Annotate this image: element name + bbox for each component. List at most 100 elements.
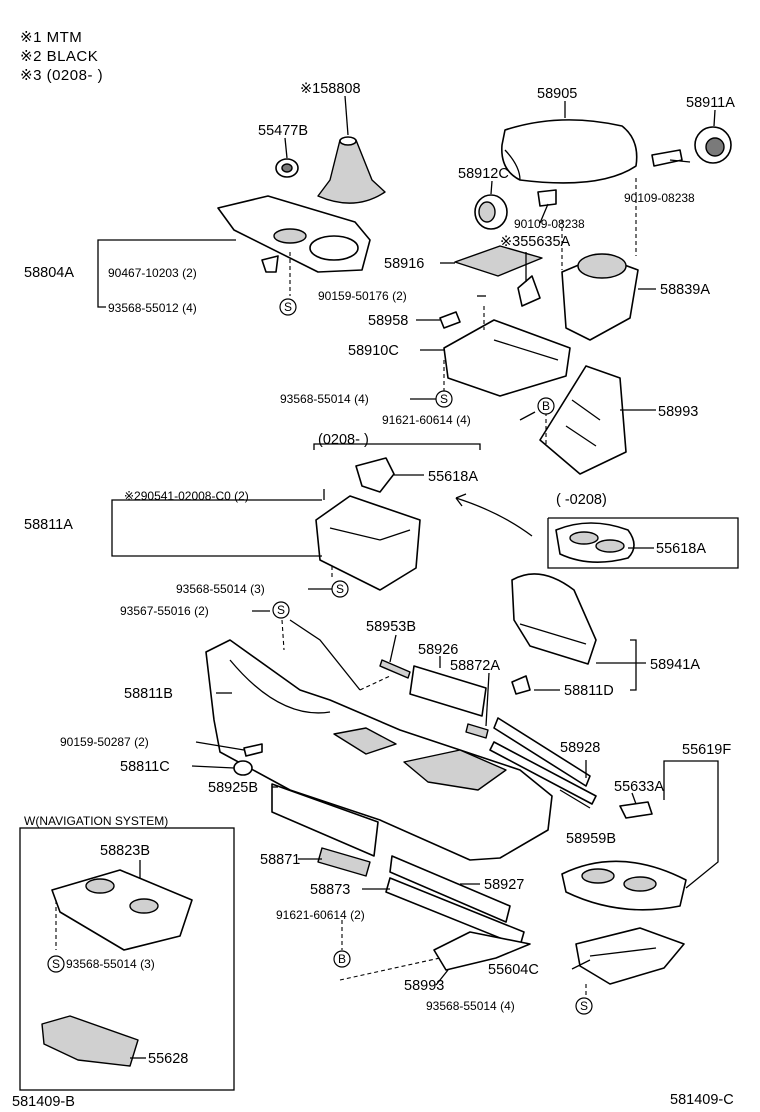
label-90159-50176: 90159-50176 (2): [318, 289, 407, 303]
cap-58911A: [694, 126, 732, 164]
label-55618A-upper: 55618A: [428, 469, 478, 485]
note-black: ※2 BLACK: [20, 48, 98, 65]
leader-lines: [97, 95, 739, 1059]
b-marker-2: B: [333, 950, 351, 968]
clip-90467: [261, 255, 279, 273]
box-58910C: [443, 319, 571, 397]
note-mtm: ※1 MTM: [20, 29, 82, 46]
screw-90109-left: [537, 189, 557, 207]
navigation-inset-box: [19, 827, 235, 1091]
label-58916: 58916: [384, 256, 424, 272]
label-93568-55014-b: 93568-55014 (3): [176, 582, 265, 596]
s-marker-4: S: [272, 601, 290, 619]
s-marker-5: S: [575, 997, 593, 1015]
s-marker-1: S: [279, 298, 297, 316]
mat-58916: [454, 245, 543, 277]
bracket-55618A-upper: [355, 457, 395, 493]
b-marker-1: B: [537, 397, 555, 415]
range-label-until-0208: ( -0208): [556, 492, 607, 508]
label-58823B: 58823B: [100, 843, 150, 859]
label-90109-left: 90109-08238: [514, 217, 585, 231]
box-58839A: [561, 253, 639, 341]
pad-58925B: [271, 783, 379, 857]
tray-55618A-lower: [555, 522, 635, 563]
s-marker-3: S: [331, 580, 349, 598]
label-55604C: 55604C: [488, 962, 539, 978]
ref-code-left: 581409-B: [12, 1094, 75, 1110]
cap-58912C: [474, 194, 508, 230]
label-58811A: 58811A: [24, 517, 73, 533]
label-58912C: 58912C: [458, 166, 509, 182]
pad-58872A: [465, 723, 489, 739]
svg-text:S: S: [440, 392, 448, 406]
note-date-range: ※3 (0208- ): [20, 67, 103, 84]
pad-58926: [409, 665, 487, 717]
bracket-55635A: [517, 275, 541, 307]
svg-text:S: S: [336, 582, 344, 596]
label-93568-55014-d: 93568-55014 (3): [66, 957, 155, 971]
label-290541-02008: ※290541-02008-C0 (2): [124, 489, 249, 503]
label-58871: 58871: [260, 852, 300, 868]
label-91621-60614-b: 91621-60614 (2): [276, 908, 365, 922]
label-58953B: 58953B: [366, 619, 416, 635]
label-58959B: 58959B: [566, 831, 616, 847]
assembly-arrow: [455, 497, 533, 537]
cup-holder-55619F: [561, 860, 687, 911]
boot-58941A: [511, 573, 597, 665]
label-58811B: 58811B: [124, 686, 173, 702]
clip-55633A: [619, 801, 653, 819]
label-58926: 58926: [418, 642, 458, 658]
nav-system-title: W(NAVIGATION SYSTEM): [24, 814, 168, 828]
pad-55628: [41, 1015, 139, 1067]
label-58905: 58905: [537, 86, 577, 102]
label-90467-10203: 90467-10203 (2): [108, 266, 197, 280]
dashed-lines: [55, 178, 637, 1000]
label-93567-55016: 93567-55016 (2): [120, 604, 209, 618]
svg-text:S: S: [580, 999, 588, 1013]
clip-58811D: [511, 675, 531, 695]
label-58993-upper: 58993: [658, 404, 698, 420]
clip-58958: [439, 311, 461, 329]
box-58811A: [315, 495, 421, 591]
label-58811C: 58811C: [120, 759, 170, 775]
label-58804A: 58804A: [24, 265, 74, 281]
label-58928: 58928: [560, 740, 600, 756]
pad-58927: [389, 855, 511, 923]
label-58911A: 58911A: [686, 95, 735, 111]
svg-text:B: B: [338, 952, 346, 966]
label-58872A: 58872A: [450, 658, 500, 674]
arrow-head: [455, 493, 467, 507]
pad-58953B: [379, 659, 411, 679]
svg-text:S: S: [277, 603, 285, 617]
svg-text:B: B: [542, 399, 550, 413]
screw-90109-right: [651, 149, 683, 167]
label-91621-60614-a: 91621-60614 (4): [382, 413, 471, 427]
svg-text:S: S: [52, 957, 60, 971]
label-58958: 58958: [368, 313, 408, 329]
label-58925B: 58925B: [208, 780, 258, 796]
label-93568-55012: 93568-55012 (4): [108, 301, 197, 315]
bracket-58993-lower: [433, 931, 531, 971]
label-55633A: 55633A: [614, 779, 664, 795]
pad-58928: [493, 717, 591, 787]
pad-58959B: [489, 741, 597, 805]
cap-58811C: [233, 760, 253, 776]
knob-55477B: [275, 158, 299, 178]
bracket-58823B: [51, 869, 193, 951]
label-58873: 58873: [310, 882, 350, 898]
label-58941A: 58941A: [650, 657, 700, 673]
range-label-from-0208: (0208- ): [318, 432, 369, 448]
bracket-58993-upper: [539, 365, 627, 475]
label-58910C: 58910C: [348, 343, 399, 359]
bracket-55604C: [575, 927, 685, 985]
shift-panel-58804A: [217, 195, 371, 273]
label-58839A: 58839A: [660, 282, 710, 298]
label-55619F: 55619F: [682, 742, 731, 758]
label-55628: 55628: [148, 1051, 188, 1067]
ref-code-right: 581409-C: [670, 1092, 734, 1108]
armrest-lid-58905: [501, 119, 638, 184]
label-58811D: 58811D: [564, 683, 614, 699]
label-55618A-lower: 55618A: [656, 541, 706, 557]
label-58927: 58927: [484, 877, 524, 893]
